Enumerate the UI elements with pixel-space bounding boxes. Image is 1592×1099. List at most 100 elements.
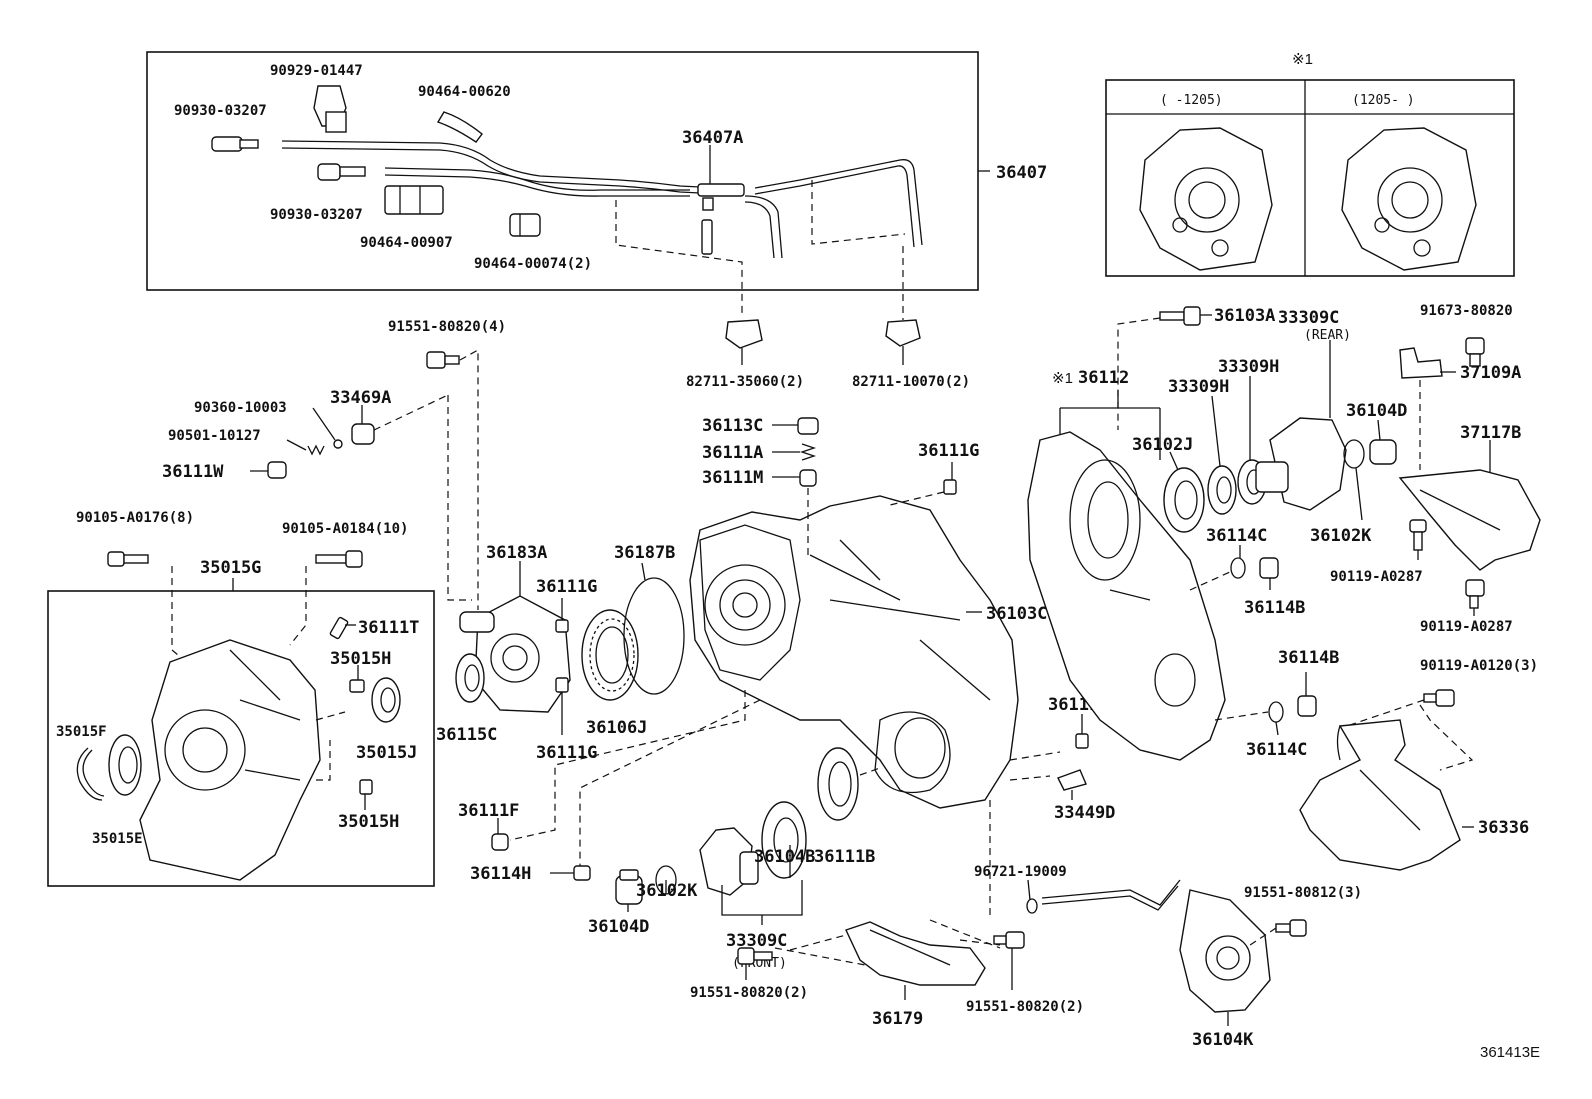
part-label-36114H[interactable]: 36114H (470, 864, 531, 884)
dowel-35015H-lower[interactable] (359, 779, 373, 795)
plug-33469A[interactable] (351, 423, 375, 445)
bearing-35015E[interactable] (108, 734, 142, 796)
part-label-36114C-b[interactable]: 36114C (1246, 740, 1307, 760)
transfer-case-36103C[interactable] (689, 495, 1019, 809)
part-label-36114C-a[interactable]: 36114C (1206, 526, 1267, 546)
breather-hose[interactable] (281, 140, 721, 189)
part-label-33309H-b[interactable]: 33309H (1218, 357, 1279, 377)
part-label-36104D-b[interactable]: 36104D (1346, 401, 1407, 421)
bracket-37109A[interactable] (1399, 347, 1443, 379)
part-label-35015H-b[interactable]: 35015H (338, 812, 399, 832)
hose-clip-82711-35060[interactable] (725, 319, 763, 349)
part-label-36111G-b[interactable]: 36111G (536, 743, 597, 763)
part-label-36115C[interactable]: 36115C (436, 725, 497, 745)
bolt-36103A[interactable] (1159, 306, 1201, 326)
part-label-36111G-a[interactable]: 36111G (536, 577, 597, 597)
oil-seal-36115C[interactable] (455, 653, 485, 703)
part-label-36103C[interactable]: 36103C (986, 604, 1047, 624)
part-label-82711-10070[interactable]: 82711-10070(2) (852, 374, 970, 390)
part-label-36111G-c[interactable]: 36111G (918, 441, 979, 461)
part-label-90360-10003[interactable]: 90360-10003 (194, 400, 287, 416)
plug-36111M[interactable] (799, 469, 817, 487)
o-ring-96721-19009[interactable] (1026, 898, 1038, 914)
ball-90360-10003[interactable] (333, 439, 343, 449)
part-label-35015H-a[interactable]: 35015H (330, 649, 391, 669)
hose-clip-90929[interactable] (313, 85, 347, 133)
part-label-36102J[interactable]: 36102J (1132, 435, 1193, 455)
companion-flange-front[interactable] (699, 827, 759, 896)
bolt-91551-80820-2-b[interactable] (993, 931, 1025, 949)
part-label-36104B[interactable]: 36104B (754, 847, 815, 867)
part-label-36336[interactable]: 36336 (1478, 818, 1529, 838)
part-label-90464-00074[interactable]: 90464-00074(2) (474, 256, 592, 272)
part-label-91551-80820-2a[interactable]: 91551-80820(2) (690, 985, 808, 1001)
part-label-36102K-a[interactable]: 36102K (636, 881, 698, 901)
case-cover-after-1205[interactable] (1341, 127, 1477, 271)
part-label-90464-00620[interactable]: 90464-00620 (418, 84, 511, 100)
part-label-36111F[interactable]: 36111F (458, 801, 519, 821)
dowel-35015H-upper[interactable] (349, 679, 365, 693)
part-label-36102K-b[interactable]: 36102K (1310, 526, 1372, 546)
part-label-36111T[interactable]: 36111T (358, 618, 419, 638)
oil-seal-36111B[interactable] (817, 747, 859, 821)
part-label-36114B-b[interactable]: 36114B (1278, 648, 1339, 668)
cover-plate-36104K[interactable] (1179, 889, 1271, 1013)
bolt-91551-80820-2-a[interactable] (737, 947, 773, 965)
part-label-90119-A0287-b[interactable]: 90119-A0287 (1420, 619, 1513, 635)
part-label-35015G[interactable]: 35015G (200, 558, 261, 578)
part-label-90119-A0120[interactable]: 90119-A0120(3) (1420, 658, 1538, 674)
part-label-33469A[interactable]: 33469A (330, 388, 391, 408)
oil-seal-35015J[interactable] (371, 677, 401, 723)
part-label-33309C-front[interactable]: 33309C (726, 931, 787, 951)
part-label-90929-01447[interactable]: 90929-01447 (270, 63, 363, 79)
bracket-36336[interactable] (1299, 719, 1461, 871)
tee-fitting[interactable] (697, 183, 745, 197)
oil-seal-36102J[interactable] (1163, 467, 1205, 533)
part-label-91551-80820-2b[interactable]: 91551-80820(2) (966, 999, 1084, 1015)
nut-36114B-b[interactable] (1297, 695, 1317, 717)
plate-33449D[interactable] (1057, 769, 1087, 791)
part-label-91551-80820-4[interactable]: 91551-80820(4) (388, 319, 506, 335)
part-label-36103A[interactable]: 36103A (1214, 306, 1275, 326)
part-label-35015E[interactable]: 35015E (92, 831, 143, 847)
part-label-36114B-a[interactable]: 36114B (1244, 598, 1305, 618)
part-label-36112[interactable]: 36112 (1078, 368, 1129, 388)
part-label-90105-A0184[interactable]: 90105-A0184(10) (282, 521, 408, 537)
extension-housing[interactable] (139, 639, 321, 881)
part-label-36111W[interactable]: 36111W (162, 462, 224, 482)
part-label-35015F[interactable]: 35015F (56, 724, 107, 740)
part-label-36179[interactable]: 36179 (872, 1009, 923, 1029)
part-label-91673-80820[interactable]: 91673-80820 (1420, 303, 1513, 319)
plug-36104D-rear[interactable] (1369, 439, 1397, 465)
bolt-91673-80820[interactable] (1465, 337, 1485, 367)
part-label-33309H-a[interactable]: 33309H (1168, 377, 1229, 397)
case-cover-before-1205[interactable] (1139, 127, 1273, 271)
part-label-36187B[interactable]: 36187B (614, 543, 675, 563)
part-label-91551-80812[interactable]: 91551-80812(3) (1244, 885, 1362, 901)
stud-36111T[interactable] (329, 616, 349, 640)
part-label-36183A[interactable]: 36183A (486, 543, 547, 563)
nut-36114B-a[interactable] (1259, 557, 1279, 579)
union-bolt-upper[interactable] (211, 136, 259, 152)
part-label-36104K[interactable]: 36104K (1192, 1030, 1254, 1050)
hose-clamp-90464-00620[interactable] (436, 111, 483, 143)
part-label-37117B[interactable]: 37117B (1460, 423, 1521, 443)
bolt-36111F[interactable] (491, 833, 509, 851)
bolt-90119-A0287-b[interactable] (1465, 579, 1485, 609)
o-ring-36187B[interactable] (623, 577, 685, 695)
part-label-36106J[interactable]: 36106J (586, 718, 647, 738)
hose-clamp-90464-00907[interactable] (384, 185, 444, 215)
part-label-33449D[interactable]: 33449D (1054, 803, 1115, 823)
part-label-90501-10127[interactable]: 90501-10127 (168, 428, 261, 444)
bolt-91551-80812[interactable] (1275, 919, 1307, 937)
companion-flange-rear[interactable] (1255, 417, 1347, 511)
plug-36104D-front[interactable] (615, 869, 643, 905)
washer-36114C-b[interactable] (1268, 701, 1284, 723)
part-label-33309C-rear[interactable]: 33309C (1278, 308, 1339, 328)
dowel-36111G-d[interactable] (1075, 733, 1089, 749)
washer-36114C-a[interactable] (1230, 557, 1246, 579)
dowel-36111G-a[interactable] (555, 619, 569, 633)
part-label-82711-35060[interactable]: 82711-35060(2) (686, 374, 804, 390)
plug-36111W[interactable] (267, 461, 287, 479)
part-label-37109A[interactable]: 37109A (1460, 363, 1521, 383)
